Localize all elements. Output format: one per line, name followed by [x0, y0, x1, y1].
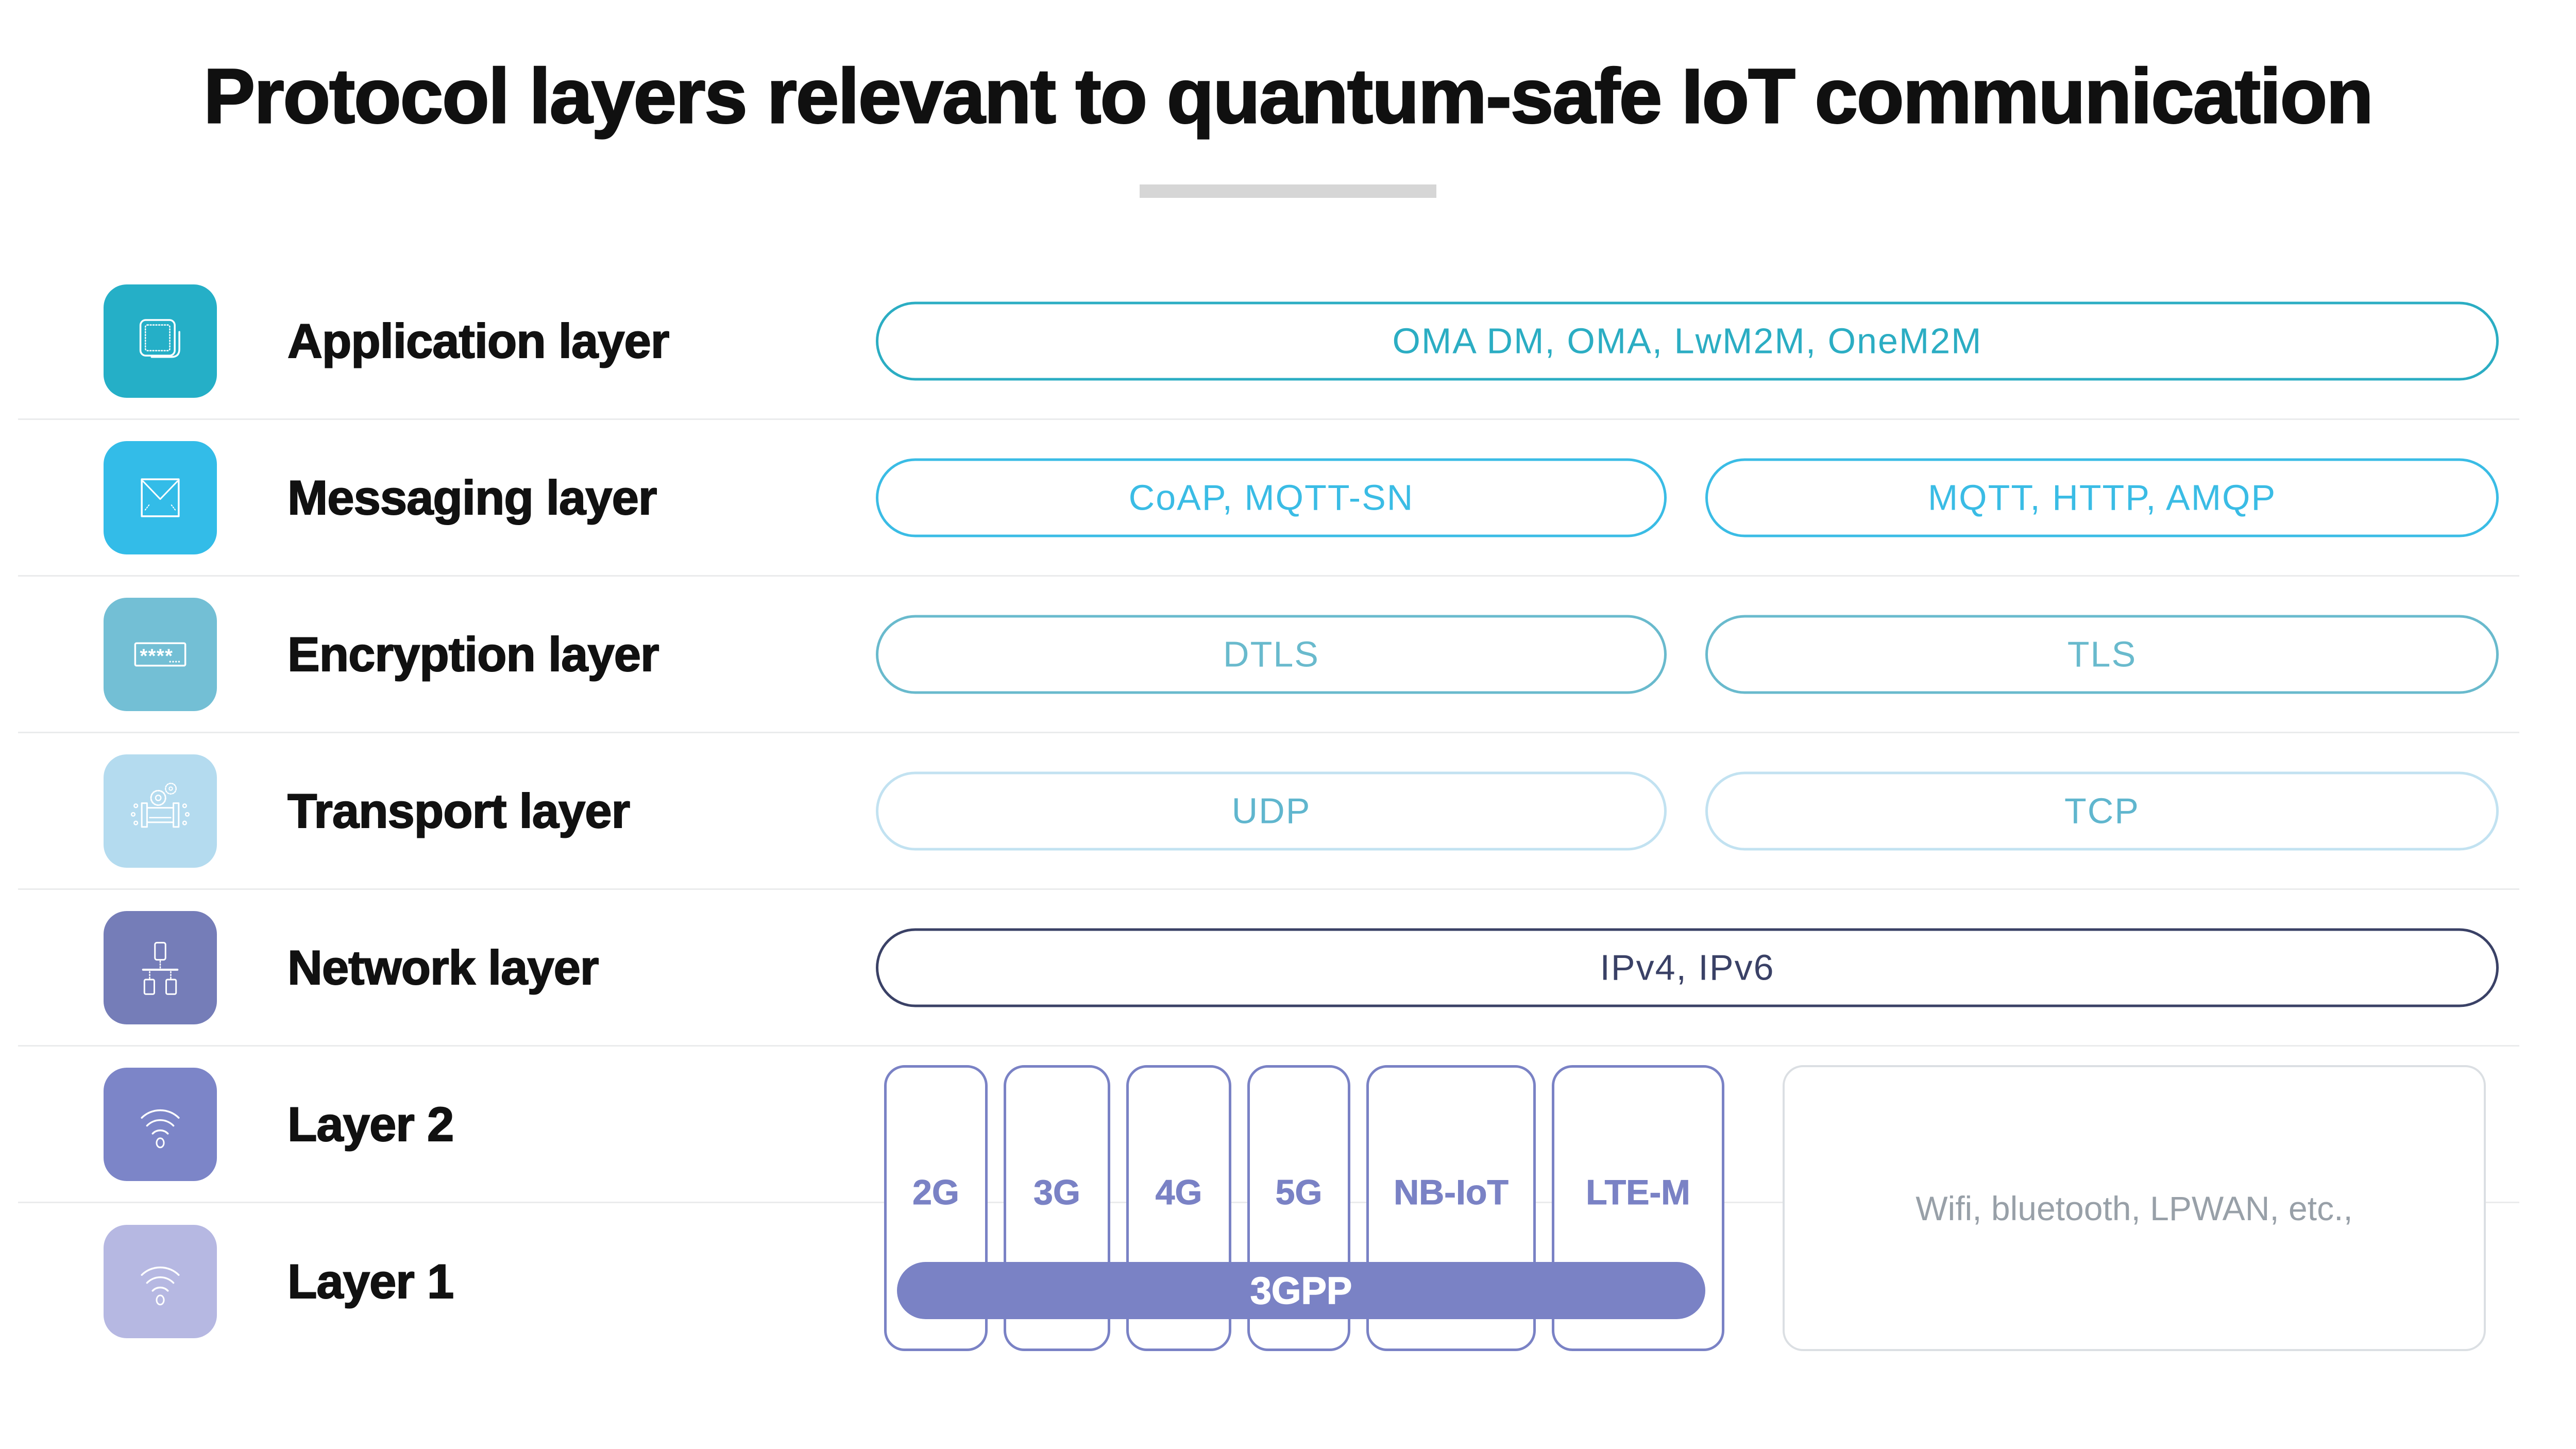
- cellular-tech-group: 2G 3G 4G 5G NB-IoT LTE-M 3GPP Wifi, blue…: [18, 1065, 2519, 1351]
- messaging-standard-pill: MQTT, HTTP, AMQP: [1705, 458, 2499, 537]
- protocol-rows: Application layer OMA DM, OMA, LwM2M, On…: [18, 263, 2519, 1360]
- row-network-layer: Network layer IPv4, IPv6: [18, 890, 2519, 1047]
- row-layer-1: Layer 1: [18, 1203, 2519, 1360]
- pipeline-icon: [104, 754, 217, 868]
- tls-pill: TLS: [1705, 615, 2499, 694]
- other-radios-box: Wifi, bluetooth, LPWAN, etc.,: [1783, 1065, 2486, 1351]
- udp-pill: UDP: [876, 771, 1667, 850]
- dtls-pill: DTLS: [876, 615, 1667, 694]
- envelope-icon: [104, 441, 217, 554]
- row-label: Encryption layer: [287, 627, 660, 682]
- ip-pill: IPv4, IPv6: [876, 928, 2499, 1007]
- row-label: Layer 2: [287, 1097, 454, 1152]
- messaging-constrained-pill: CoAP, MQTT-SN: [876, 458, 1667, 537]
- row-label: Network layer: [287, 940, 600, 995]
- tcp-pill: TCP: [1705, 771, 2499, 850]
- application-protocols-pill: OMA DM, OMA, LwM2M, OneM2M: [876, 301, 2499, 380]
- row-application-layer: Application layer OMA DM, OMA, LwM2M, On…: [18, 263, 2519, 420]
- row-messaging-layer: Messaging layer CoAP, MQTT-SN MQTT, HTTP…: [18, 420, 2519, 577]
- row-label: Layer 1: [287, 1254, 454, 1309]
- network-tree-icon: [104, 911, 217, 1024]
- page-title: Protocol layers relevant to quantum-safe…: [203, 52, 2375, 140]
- password-icon: ****: [104, 597, 217, 711]
- row-label: Application layer: [287, 313, 670, 368]
- row-transport-layer: Transport layer UDP TCP: [18, 733, 2519, 890]
- row-label: Transport layer: [287, 783, 631, 838]
- row-label: Messaging layer: [287, 470, 657, 525]
- title-underline: [1140, 184, 1436, 198]
- wifi-icon: [104, 1067, 217, 1181]
- row-encryption-layer: **** Encryption layer DTLS TLS: [18, 577, 2519, 733]
- 3gpp-bar: 3GPP: [897, 1262, 1705, 1319]
- app-window-icon: [104, 284, 217, 398]
- wifi-icon: [104, 1225, 217, 1338]
- svg-text:****: ****: [140, 645, 173, 667]
